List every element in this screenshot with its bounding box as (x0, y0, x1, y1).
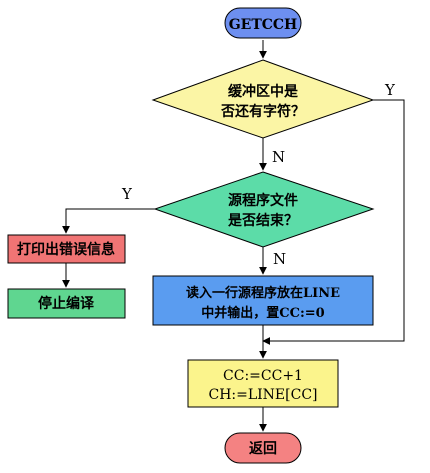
start-shape (224, 7, 302, 39)
stop-compile-shape (7, 288, 126, 319)
buffer-no-label: N (272, 148, 285, 166)
advance-line1: CC:=CC+1 (223, 368, 303, 384)
stop-compile-label: 停止编译 (38, 295, 95, 312)
read-line-line2: 中并输出，置CC:=0 (201, 305, 324, 321)
read-line-line1: 读入一行源程序放在LINE (186, 285, 340, 301)
connectors (62, 40, 405, 432)
eof-check-shape (153, 171, 375, 248)
stop-compile-node: 停止编译 (7, 288, 126, 319)
edge-buffer-yes-to-merge (262, 99, 405, 345)
edge-eof-yes-to-error (62, 208, 155, 234)
buffer-check-line2: 否还有字符？ (220, 103, 305, 120)
eof-yes-label: Y (121, 185, 133, 203)
start-label: GETCCH (229, 17, 298, 33)
advance-shape (187, 359, 339, 408)
eof-no-label: N (273, 250, 286, 268)
eof-check-line1: 源程序文件 (228, 192, 298, 209)
buffer-check-node: 缓冲区中是 否还有字符？ (151, 59, 375, 139)
eof-check-line2: 是否结束？ (228, 212, 298, 229)
eof-check-node: 源程序文件 是否结束？ (153, 171, 375, 248)
advance-node: CC:=CC+1 CH:=LINE[CC] (187, 359, 339, 408)
buffer-check-shape (151, 59, 375, 139)
print-error-shape (7, 234, 126, 264)
return-node: 返回 (224, 432, 302, 464)
return-shape (224, 432, 302, 464)
read-line-node: 读入一行源程序放在LINE 中并输出，置CC:=0 (152, 275, 374, 326)
buffer-check-line1: 缓冲区中是 (228, 83, 299, 100)
start-node: GETCCH (224, 7, 302, 39)
advance-line2: CH:=LINE[CC] (208, 387, 317, 403)
return-label: 返回 (249, 440, 277, 457)
read-line-shape (152, 275, 374, 326)
print-error-label: 打印出错误信息 (17, 241, 115, 258)
buffer-yes-label: Y (384, 81, 396, 99)
print-error-node: 打印出错误信息 (7, 234, 126, 264)
